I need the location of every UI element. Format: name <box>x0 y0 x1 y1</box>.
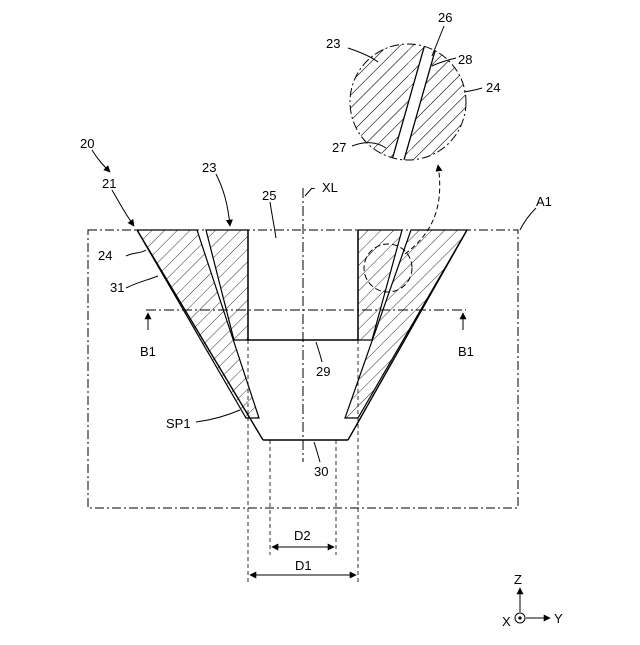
x-axis-dot-icon <box>518 616 521 619</box>
label-a1: A1 <box>536 194 552 209</box>
label-30: 30 <box>314 464 328 479</box>
leader-23-top <box>216 174 230 226</box>
label-d1: D1 <box>295 558 312 573</box>
leader-24-detail <box>464 88 482 92</box>
leader-29 <box>316 342 322 362</box>
label-21: 21 <box>102 176 116 191</box>
label-26: 26 <box>438 10 452 25</box>
coordinate-axes-indicator: Z X Y <box>502 572 563 629</box>
label-24-left: 24 <box>98 248 112 263</box>
leader-a1 <box>520 208 536 230</box>
axis-label-y: Y <box>554 611 563 626</box>
leader-26 <box>432 26 444 56</box>
label-31: 31 <box>110 280 124 295</box>
leader-25 <box>270 202 276 238</box>
label-xl-dash: - <box>311 180 315 195</box>
label-20: 20 <box>80 136 94 151</box>
leader-24-left <box>126 250 146 256</box>
leader-sp1 <box>196 410 240 422</box>
leader-31 <box>126 276 158 288</box>
label-b1-left: B1 <box>140 344 156 359</box>
leader-21 <box>112 190 134 226</box>
axis-label-x: X <box>502 614 511 629</box>
label-23-detail: 23 <box>326 36 340 51</box>
axis-label-z: Z <box>514 572 522 587</box>
label-b1-right: B1 <box>458 344 474 359</box>
leader-30 <box>314 442 320 462</box>
label-29: 29 <box>316 364 330 379</box>
label-23-top: 23 <box>202 160 216 175</box>
label-27: 27 <box>332 140 346 155</box>
label-xl: XL <box>322 180 338 195</box>
leader-20 <box>92 150 110 172</box>
label-28: 28 <box>458 52 472 67</box>
label-d2: D2 <box>294 528 311 543</box>
label-sp1: SP1 <box>166 416 191 431</box>
label-24-detail: 24 <box>486 80 500 95</box>
label-25: 25 <box>262 188 276 203</box>
